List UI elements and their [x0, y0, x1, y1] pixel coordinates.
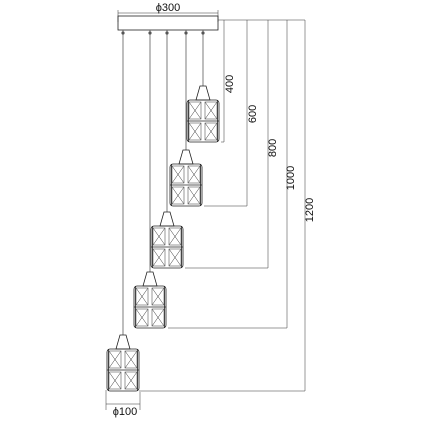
- crystal-facet: [188, 122, 202, 141]
- pendant-1: [186, 30, 220, 143]
- lamps-group: [106, 30, 220, 392]
- crystal-facet: [108, 371, 122, 390]
- crystal-facet: [135, 287, 149, 306]
- canopy-dimension: ϕ300: [117, 2, 219, 22]
- shade-dimension: ϕ100: [105, 390, 141, 418]
- crystal-panel: [187, 186, 201, 205]
- crystal-panel: [168, 227, 182, 246]
- crystal-panel: [124, 371, 138, 390]
- crystal-facet: [135, 308, 149, 327]
- crystal-facet: [187, 186, 201, 205]
- pendant-5: [106, 30, 140, 392]
- crystal-panel: [171, 165, 185, 184]
- socket-cap: [142, 271, 158, 287]
- crystal-panel: [187, 165, 201, 184]
- socket-cap: [195, 85, 211, 101]
- crystal-facet: [168, 248, 182, 267]
- crystal-panel: [152, 227, 166, 246]
- crystal-facet: [151, 287, 165, 306]
- crystal-panel: [168, 248, 182, 267]
- drop-label-1200: 1200: [304, 198, 316, 222]
- canopy-plate: [117, 15, 219, 31]
- socket-cap: [115, 334, 131, 350]
- crystal-facet: [188, 101, 202, 120]
- cord-connector: [121, 31, 125, 35]
- shade-diameter-label: ϕ100: [113, 406, 138, 418]
- crystal-panel: [171, 186, 185, 205]
- crystal-facet: [151, 308, 165, 327]
- drop-label-800: 800: [267, 139, 279, 157]
- drop-label-1000: 1000: [285, 166, 297, 190]
- cord-connector: [201, 31, 205, 35]
- cord-connector: [184, 31, 188, 35]
- cord-connector: [165, 31, 169, 35]
- crystal-facet: [168, 227, 182, 246]
- crystal-panel: [204, 101, 218, 120]
- crystal-panel: [108, 350, 122, 369]
- crystal-facet: [187, 165, 201, 184]
- pendant-4: [133, 30, 167, 329]
- drop-dimensions: 400 600 800 1000 1200: [141, 19, 316, 392]
- crystal-panel: [204, 122, 218, 141]
- crystal-facet: [204, 122, 218, 141]
- socket-cap: [159, 211, 175, 227]
- crystal-panel: [108, 371, 122, 390]
- crystal-facet: [204, 101, 218, 120]
- pendant-2: [169, 30, 203, 207]
- crystal-panel: [188, 122, 202, 141]
- pendant-3: [150, 30, 184, 269]
- crystal-panel: [135, 308, 149, 327]
- drop-label-600: 600: [247, 105, 259, 123]
- drop-label-400: 400: [224, 75, 236, 93]
- crystal-facet: [171, 186, 185, 205]
- crystal-panel: [188, 101, 202, 120]
- crystal-facet: [124, 371, 138, 390]
- canopy-diameter-label: ϕ300: [156, 2, 181, 14]
- crystal-facet: [108, 350, 122, 369]
- crystal-panel: [152, 248, 166, 267]
- socket-cap: [178, 149, 194, 165]
- crystal-panel: [151, 308, 165, 327]
- crystal-panel: [124, 350, 138, 369]
- crystal-facet: [124, 350, 138, 369]
- crystal-panel: [135, 287, 149, 306]
- cord-connector: [148, 31, 152, 35]
- crystal-facet: [152, 227, 166, 246]
- crystal-facet: [171, 165, 185, 184]
- crystal-panel: [151, 287, 165, 306]
- crystal-facet: [152, 248, 166, 267]
